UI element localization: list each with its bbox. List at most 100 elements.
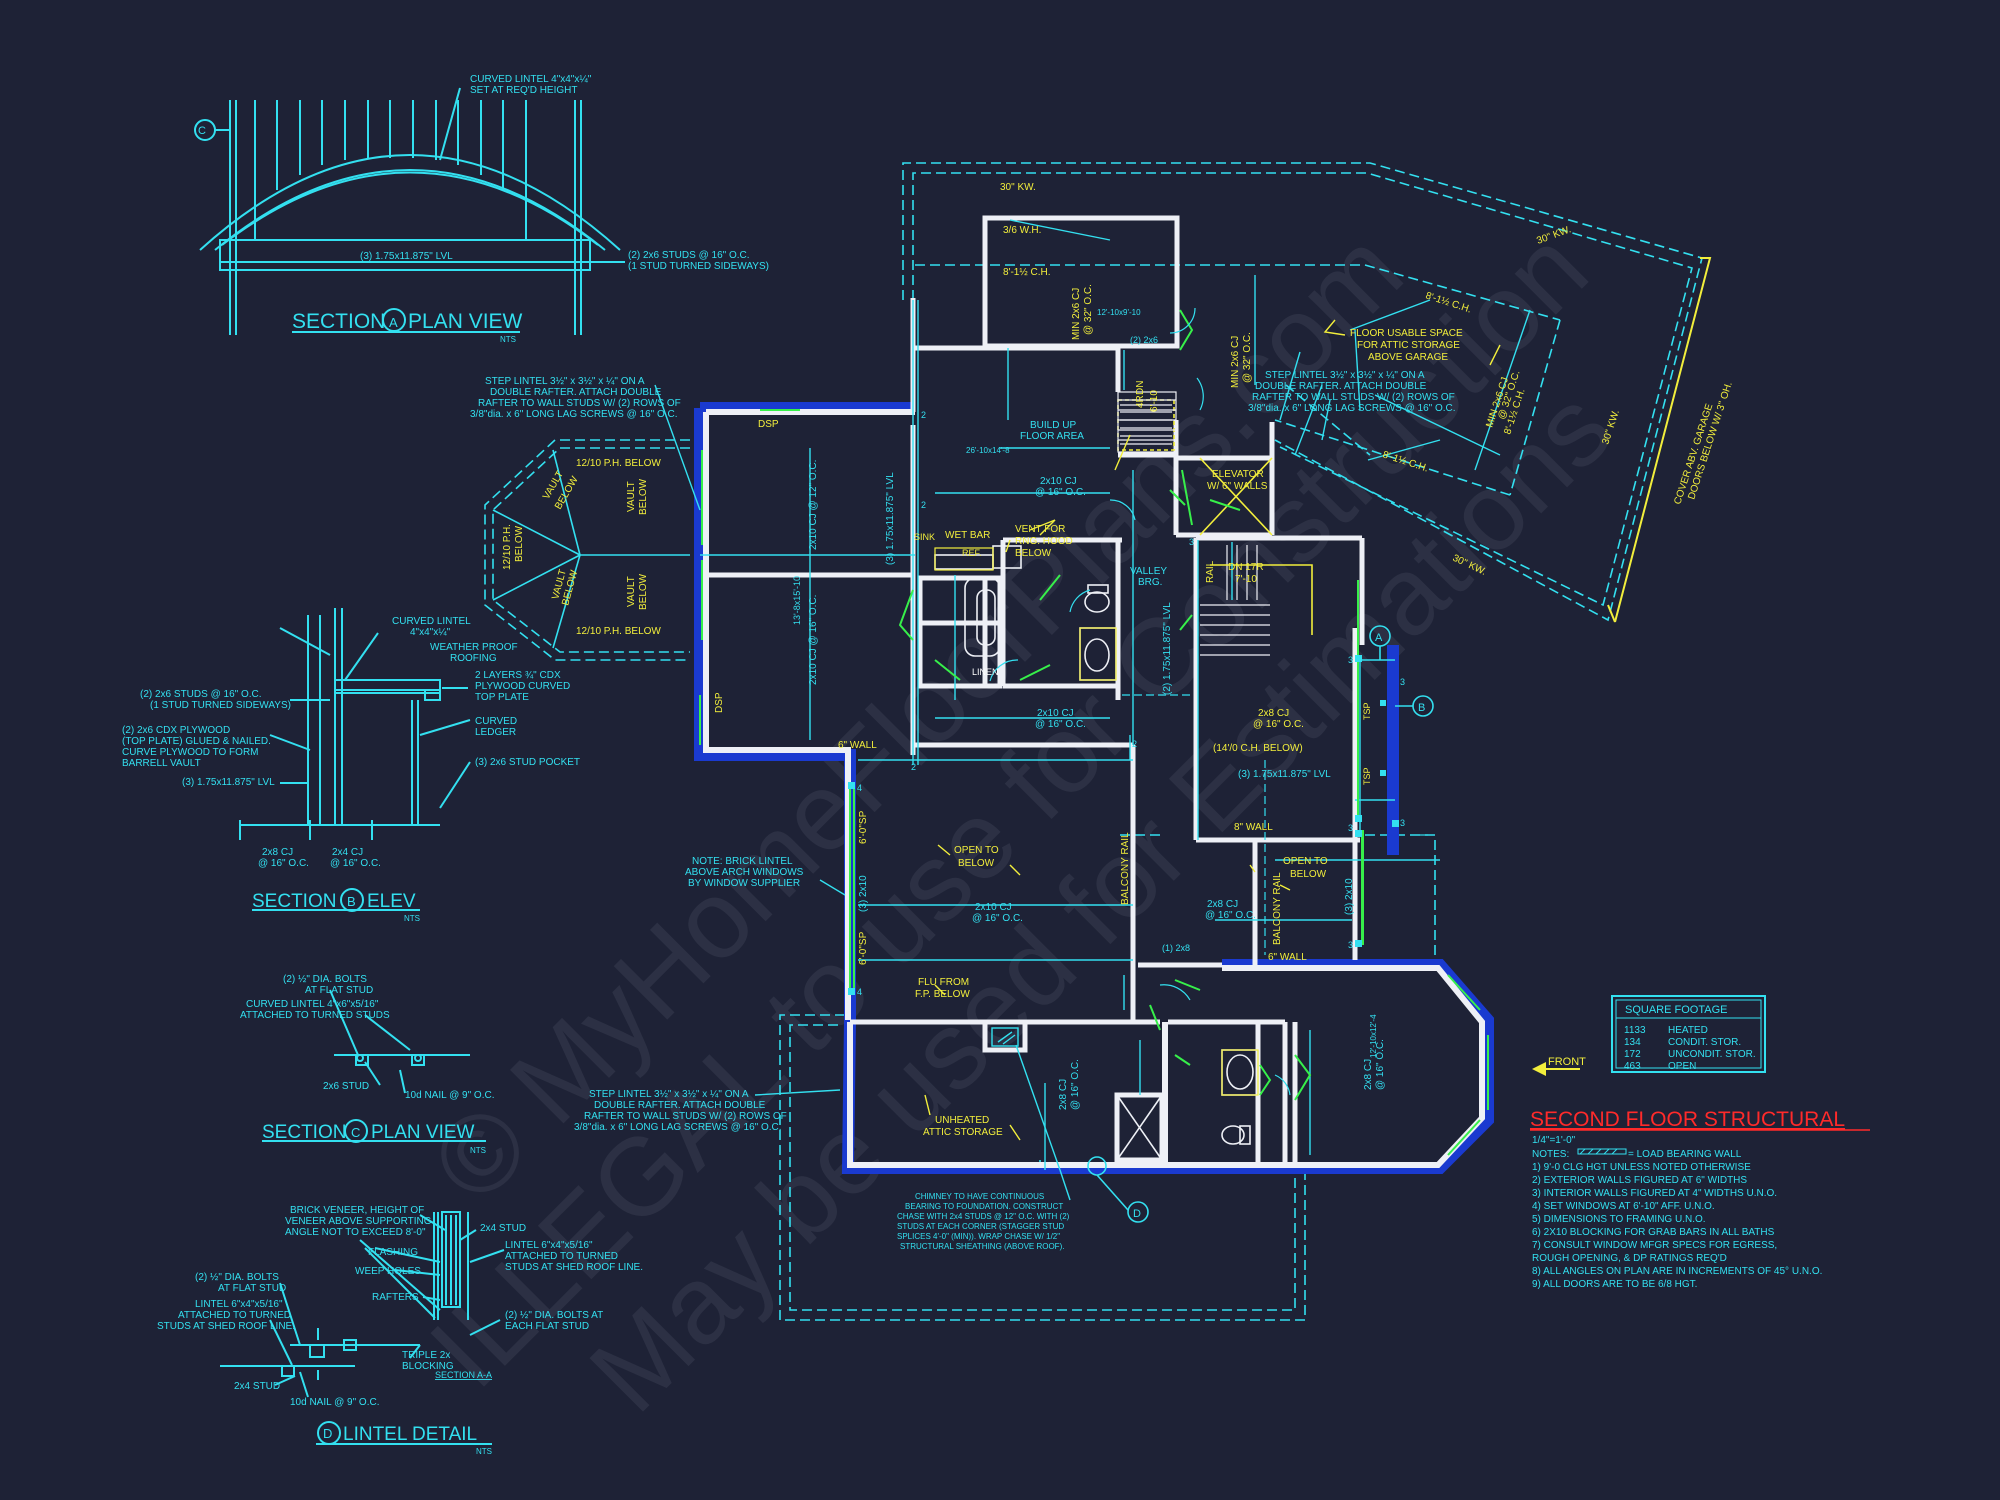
plan-number: 3: [1348, 655, 1353, 665]
square-footage-title: SQUARE FOOTAGE: [1625, 1004, 1727, 1016]
plan-label-tsp: TSP: [1362, 702, 1372, 720]
plan-note-step-lintel: RAFTER TO WALL STUDS W/ (2) ROWS OF: [584, 1111, 787, 1122]
plan-label-cj: 2x8 CJ: [1058, 1079, 1069, 1110]
lintel-detail-note: 2x4 STUD: [234, 1381, 280, 1392]
sheet-note: 5) DIMENSIONS TO FRAMING U.N.O.: [1532, 1214, 1706, 1225]
section-c-nts: NTS: [470, 1146, 486, 1155]
section-marker-a: A: [1375, 632, 1383, 644]
plan-number: 2: [911, 762, 916, 772]
plan-label-cj: 2x10 CJ @ 12" O.C.: [808, 460, 819, 550]
plan-label-dim: 26'-10x14'-8: [966, 446, 1010, 455]
section-b-note: 2x8 CJ: [262, 847, 293, 858]
square-footage-label: OPEN: [1668, 1061, 1696, 1072]
door-swings: [989, 307, 1291, 1096]
section-b-note: (2) 2x6 CDX PLYWOOD: [122, 725, 230, 736]
section-b-note: CURVE PLYWOOD TO FORM: [122, 747, 259, 758]
section-b-title: SECTION: [252, 891, 336, 912]
plan-label-cj: @ 32" O.C.: [1083, 284, 1094, 335]
plan-label-unheated: UNHEATED: [935, 1115, 989, 1126]
plan-label-stud: (3) 2x10: [858, 875, 869, 912]
section-marker-b: B: [1418, 702, 1425, 714]
sheet-title: SECOND FLOOR STRUCTURAL: [1530, 1108, 1845, 1131]
plan-label-ref: REF.: [962, 548, 982, 558]
section-b-note: @ 16" O.C.: [330, 858, 381, 869]
section-b-note: CURVED: [475, 716, 517, 727]
sheet-note: 4) SET WINDOWS AT 6'-10" AFF. U.N.O.: [1532, 1201, 1715, 1212]
garage-roof-outline: [902, 162, 1703, 622]
plan-label-attic: FLOOR USABLE SPACE: [1350, 328, 1463, 339]
section-b-note: LEDGER: [475, 727, 516, 738]
plan-label-dn: 4R: [1135, 395, 1146, 408]
plan-label-cj: @ 16" O.C.: [1070, 1059, 1081, 1110]
plan-note-chimney: CHASE WITH 2x4 STUDS @ 12" O.C. WITH (2): [897, 1212, 1070, 1221]
bay-vault-ridges: [492, 449, 690, 649]
plan-label-flu: FLU FROM: [918, 977, 969, 988]
section-b-note: CURVED LINTEL: [392, 616, 471, 627]
lintel-detail-note: SECTION A-A: [435, 1370, 492, 1380]
plan-label-unheated: ATTIC STORAGE: [923, 1127, 1003, 1138]
plan-number: 3: [1400, 818, 1405, 828]
square-footage-label: HEATED: [1668, 1025, 1708, 1036]
lintel-detail-note: STUDS AT SHED ROOF LINE.: [157, 1321, 295, 1332]
section-b-note: (1 STUD TURNED SIDEWAYS): [150, 700, 291, 711]
square-footage-label: UNCONDIT. STOR.: [1668, 1049, 1756, 1060]
section-b-text: CURVED LINTEL 4"x4"x¼" WEATHER PROOF ROO…: [122, 616, 580, 923]
plan-label-cj: @ 16" O.C.: [972, 913, 1023, 924]
lintel-detail-note: BLOCKING: [402, 1361, 454, 1372]
plan-label-cj: 2x8 CJ: [1258, 708, 1289, 719]
section-b-note: 4"x4"x¼": [410, 626, 451, 638]
plan-note-step-lintel: 3/8"dia. x 6" LONG LAG SCREWS @ 16" O.C.: [470, 409, 678, 420]
front-label: FRONT: [1548, 1056, 1586, 1068]
section-b-note: @ 16" O.C.: [258, 858, 309, 869]
square-footage-table: SQUARE FOOTAGE 1133 HEATED 134 CONDIT. S…: [1611, 995, 1766, 1073]
section-a-callout-tag: C: [198, 125, 206, 137]
plan-note-chimney: CHIMNEY TO HAVE CONTINUOUS: [915, 1192, 1044, 1201]
plan-number: 3: [1400, 677, 1405, 687]
section-b-note: (TOP PLATE) GLUED & NAILED.: [122, 736, 271, 747]
stair-treads: [1120, 404, 1270, 656]
lintel-detail-d: [220, 1211, 505, 1445]
plan-note-step-lintel: RAFTER TO WALL STUDS W/ (2) ROWS OF: [478, 398, 681, 409]
section-a-plan-view: [194, 87, 625, 335]
plan-label-cj: 2x8 CJ: [1363, 1059, 1374, 1090]
lintel-detail-note: WEEP HOLES: [355, 1266, 421, 1277]
section-a-nts: NTS: [500, 335, 516, 344]
lintel-detail-note: (2) ½" DIA. BOLTS AT: [505, 1310, 603, 1321]
notes-label: NOTES:: [1532, 1149, 1569, 1160]
lintel-detail-note: AT FLAT STUD: [218, 1283, 286, 1294]
lintel-detail-note: 2x4 STUD: [480, 1223, 526, 1234]
section-a-note: CURVED LINTEL 4"x4"x¼": [470, 73, 592, 85]
plan-label-vent: VENT FOR: [1015, 524, 1065, 535]
section-b-elevation: [239, 608, 471, 912]
plan-label-sink: SINK: [914, 532, 935, 542]
plan-label-cj: @ 16" O.C.: [1375, 1039, 1386, 1090]
plan-note-brick: ABOVE ARCH WINDOWS: [685, 867, 804, 878]
plan-label-cj: 2x10 CJ: [1037, 708, 1074, 719]
plan-note-step-lintel: RAFTER TO WALL STUDS W/ (2) ROWS OF: [1252, 392, 1455, 403]
plan-note-step-lintel: DOUBLE RAFTER. ATTACH DOUBLE: [594, 1100, 766, 1111]
section-c-marker: C: [351, 1125, 360, 1140]
plan-note-chimney: SPLICES 4'-0" (MIN)). WRAP CHASE W/ 1/2": [897, 1232, 1060, 1241]
plan-label-cj: 2x8 CJ: [1207, 899, 1238, 910]
plan-label-open: OPEN TO: [1283, 856, 1328, 867]
section-a-marker: A: [389, 315, 398, 330]
plan-label-cj: 2x10 CJ @ 16" O.C.: [808, 595, 819, 685]
sheet-note: ROUGH OPENING, & DP RATINGS REQ'D: [1532, 1253, 1727, 1264]
section-b-note: (3) 2x6 STUD POCKET: [475, 757, 580, 768]
plan-label-elevator: W/ 6" WALLS: [1207, 481, 1268, 492]
plan-note-step-lintel: 3/8"dia. x 6" LONG LAG SCREWS @ 16" O.C.: [1248, 403, 1456, 414]
section-c-note: CURVED LINTEL 4"x6"x5/16": [246, 999, 379, 1010]
lintel-detail-note: VENEER ABOVE SUPPORTING: [285, 1216, 432, 1227]
plan-label-ph: 12/10 P.H. BELOW: [576, 626, 661, 637]
lintel-detail-note: ATTACHED TO TURNED: [178, 1310, 291, 1321]
section-markers: [1087, 625, 1434, 1223]
section-b-note: (2) 2x6 STUDS @ 16" O.C.: [140, 689, 262, 700]
plan-label-open: BELOW: [958, 858, 995, 869]
plan-label-dim: 13'-8x15'-10: [792, 576, 802, 625]
section-b-note: (3) 1.75x11.875" LVL: [182, 777, 275, 788]
section-b-nts: NTS: [404, 914, 420, 923]
plan-label-cj: @ 16" O.C.: [1205, 910, 1256, 921]
plan-note-chimney: STUDS AT EACH CORNER (STAGGER STUD: [897, 1222, 1064, 1231]
plan-label-cj: 2x10 CJ: [975, 902, 1012, 913]
